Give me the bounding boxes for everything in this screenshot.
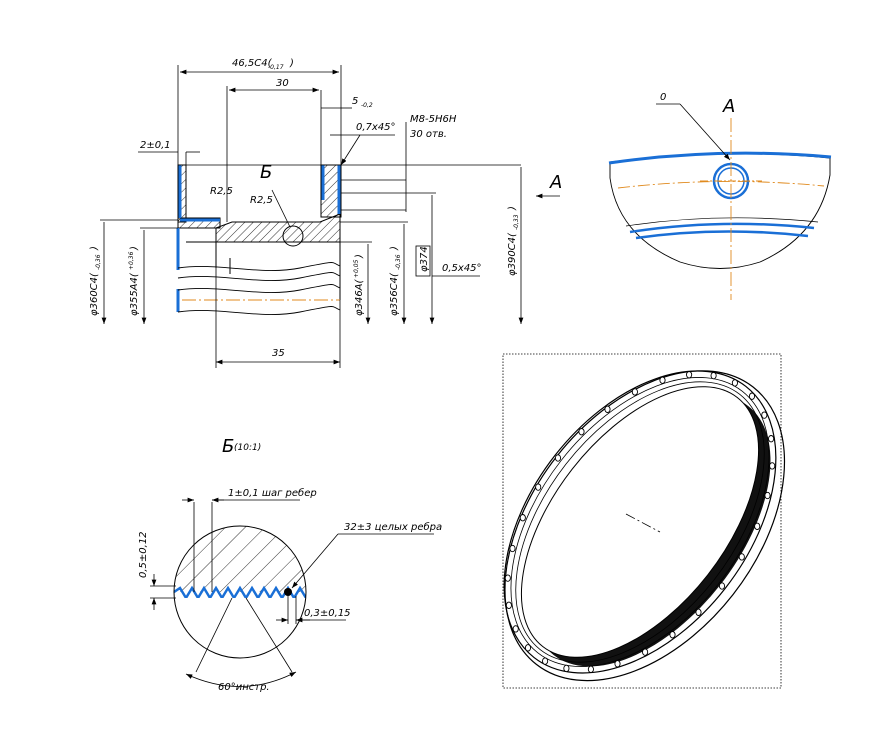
- detail-b-scale: (10:1): [234, 443, 261, 453]
- svg-text:): ): [389, 246, 400, 251]
- dim-bottom-len: 35: [272, 348, 285, 359]
- bolt-hole: [659, 376, 666, 384]
- bolt-hole: [614, 660, 621, 668]
- bolt-hole: [669, 631, 676, 639]
- detail-b: Б (10:1): [138, 436, 442, 693]
- svg-text:): ): [89, 246, 100, 251]
- svg-text:): ): [354, 254, 365, 259]
- marker-b: Б: [260, 162, 272, 183]
- detail-b-angle: 60°инстр.: [218, 682, 270, 693]
- marker-a: A: [549, 172, 562, 193]
- section-view: 46,5C4( -0,17 ) 30 5 -0,2 0,7x45° M8-5H6…: [89, 58, 562, 368]
- bolt-hole: [738, 553, 745, 561]
- detail-b-radius: 0,3±0,15: [304, 608, 351, 619]
- bolt-hole: [769, 462, 776, 470]
- ring-isometric: [502, 353, 786, 689]
- section-dimensions: [100, 65, 560, 368]
- bolt-hole: [524, 644, 532, 652]
- dim-total-width: 46,5C4(: [232, 58, 273, 69]
- bolt-hole: [604, 405, 611, 413]
- detail-b-title: Б: [222, 436, 234, 457]
- dim-thread: M8-5H6H: [410, 114, 457, 125]
- dim-radius-1: R2,5: [210, 186, 233, 197]
- view-a-title: A: [722, 96, 735, 117]
- dim-d356-tol: -0,36: [395, 254, 402, 270]
- detail-b-pitch: 1±0,1 шаг ребер: [228, 487, 317, 499]
- section-labels: 46,5C4( -0,17 ) 30 5 -0,2 0,7x45° M8-5H6…: [89, 58, 562, 359]
- svg-text:): ): [289, 58, 294, 69]
- bolt-hole: [695, 608, 702, 616]
- bolt-hole: [761, 411, 768, 419]
- bolt-hole: [505, 601, 512, 609]
- dim-total-width-tol: -0,17: [268, 64, 284, 71]
- bolt-hole: [642, 648, 649, 656]
- bolt-hole: [509, 544, 516, 553]
- bolt-hole: [542, 657, 549, 665]
- bolt-hole: [686, 371, 693, 379]
- dim-d355-tol: +0,36: [128, 251, 135, 270]
- dim-d355: φ355A4(: [129, 272, 140, 316]
- dim-d346: φ346A(: [354, 278, 365, 316]
- bolt-hole: [563, 664, 570, 673]
- bolt-hole: [512, 625, 519, 633]
- dim-d356: φ356C4(: [389, 272, 400, 316]
- bolt-hole: [731, 379, 738, 387]
- bolt-hole: [535, 483, 542, 491]
- bolt-hole: [764, 491, 771, 500]
- dim-wall: 2±0,1: [140, 140, 171, 151]
- svg-text:): ): [507, 206, 518, 211]
- bolt-hole: [748, 392, 756, 400]
- dim-inner-width: 30: [276, 78, 289, 89]
- dim-d360-tol: -0,36: [95, 254, 102, 270]
- detail-b-height: 0,5±0,12: [138, 531, 149, 578]
- dim-rim-width: 5: [352, 96, 358, 107]
- bolt-hole: [631, 388, 638, 396]
- dim-d390: φ390C4(: [507, 232, 518, 276]
- dim-chamfer-bottom: 0,5x45°: [442, 263, 482, 274]
- bolt-hole: [519, 514, 526, 522]
- dim-d390-tol: -0,33: [513, 214, 520, 230]
- dim-chamfer-top: 0,7x45°: [356, 122, 396, 133]
- bolt-hole: [554, 454, 562, 462]
- bolt-hole: [710, 371, 717, 380]
- bolt-hole: [578, 428, 585, 436]
- detail-b-ribs: 32±3 целых ребра: [344, 521, 442, 533]
- bolt-hole: [754, 522, 761, 530]
- dim-rim-width-tol: -0,2: [361, 102, 373, 109]
- dim-d346-tol: +0,05: [353, 259, 360, 278]
- section-profile: [176, 164, 406, 315]
- dim-radius-2: R2,5: [250, 195, 273, 206]
- dim-d374: φ374: [419, 246, 430, 272]
- view-a-label-0: 0: [660, 92, 666, 103]
- bolt-hole: [587, 665, 594, 673]
- bolt-hole: [504, 574, 511, 582]
- view-a: 0 A: [608, 92, 832, 300]
- dim-thread-count: 30 отв.: [410, 129, 447, 140]
- bolt-hole: [768, 435, 775, 443]
- svg-text:): ): [129, 246, 140, 251]
- bolt-holes: [504, 371, 776, 673]
- bolt-hole: [718, 582, 726, 590]
- dim-d360: φ360C4(: [89, 272, 100, 316]
